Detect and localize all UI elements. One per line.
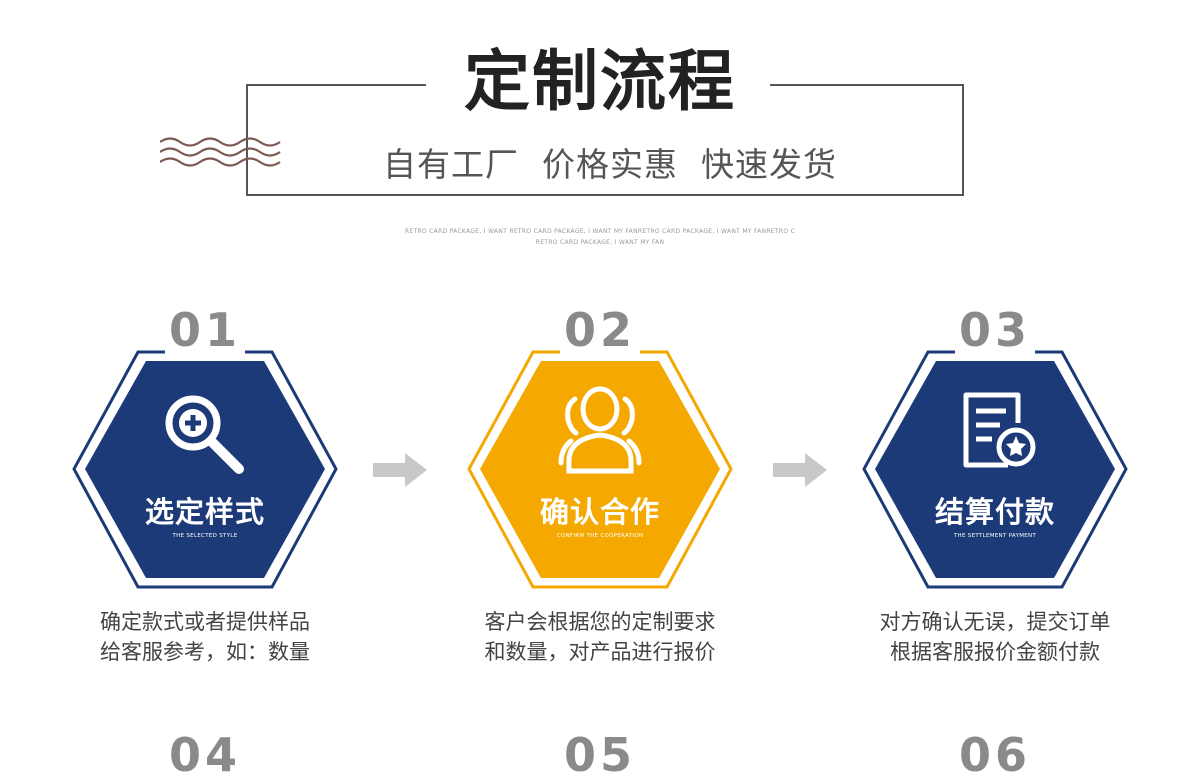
- step-description: 确定款式或者提供样品 给客服参考，如：数量: [55, 607, 355, 667]
- waves-decoration: [160, 137, 281, 167]
- page-title: 定制流程: [464, 43, 736, 120]
- user-group-icon: [558, 386, 642, 474]
- header-frame-top-left: [246, 84, 426, 86]
- hexagon-badge: [72, 347, 338, 589]
- step-title: 确认合作: [539, 495, 660, 529]
- search-plus-icon: [165, 395, 244, 474]
- decorative-caption-line-1: RETRO CARD PACKAGE, I WANT RETRO CARD PA…: [404, 228, 796, 235]
- step-number-05: 05: [563, 728, 636, 782]
- header-frame: [246, 84, 964, 196]
- step-description-line-1: 确定款式或者提供样品: [100, 610, 310, 634]
- step-title: 结算付款: [934, 495, 1055, 529]
- step-subtitle: CONFIRM THE COOPERATION: [556, 533, 644, 539]
- step-description-line-1: 对方确认无误，提交订单: [879, 610, 1111, 634]
- header-frame-top-right: [770, 84, 962, 86]
- arrow-right-icon: [773, 453, 827, 487]
- step-description-line-1: 客户会根据您的定制要求: [484, 610, 716, 634]
- step-description-line-2: 给客服参考，如：数量: [100, 640, 310, 664]
- step-subtitle: THE SETTLEMENT PAYMENT: [953, 533, 1037, 539]
- hexagon-badge: [862, 347, 1128, 589]
- step-description: 客户会根据您的定制要求 和数量，对产品进行报价: [450, 607, 750, 667]
- page-subtitle: 自有工厂 价格实惠 快速发货: [383, 145, 837, 184]
- step-number-06: 06: [958, 728, 1031, 782]
- step-subtitle: THE SELECTED STYLE: [172, 533, 238, 539]
- decorative-caption-line-2: RETRO CARD PACKAGE, I WANT MY FAN: [535, 239, 665, 246]
- decorative-caption: RETRO CARD PACKAGE, I WANT RETRO CARD PA…: [300, 226, 900, 248]
- step-title: 选定样式: [144, 495, 265, 529]
- step-number-04: 04: [168, 728, 241, 782]
- arrow-right-icon: [373, 453, 427, 487]
- document-star-icon: [963, 392, 1036, 468]
- step-description-line-2: 和数量，对产品进行报价: [484, 640, 716, 664]
- step-description-line-2: 根据客服报价金额付款: [890, 640, 1100, 664]
- step-description: 对方确认无误，提交订单 根据客服报价金额付款: [845, 607, 1145, 667]
